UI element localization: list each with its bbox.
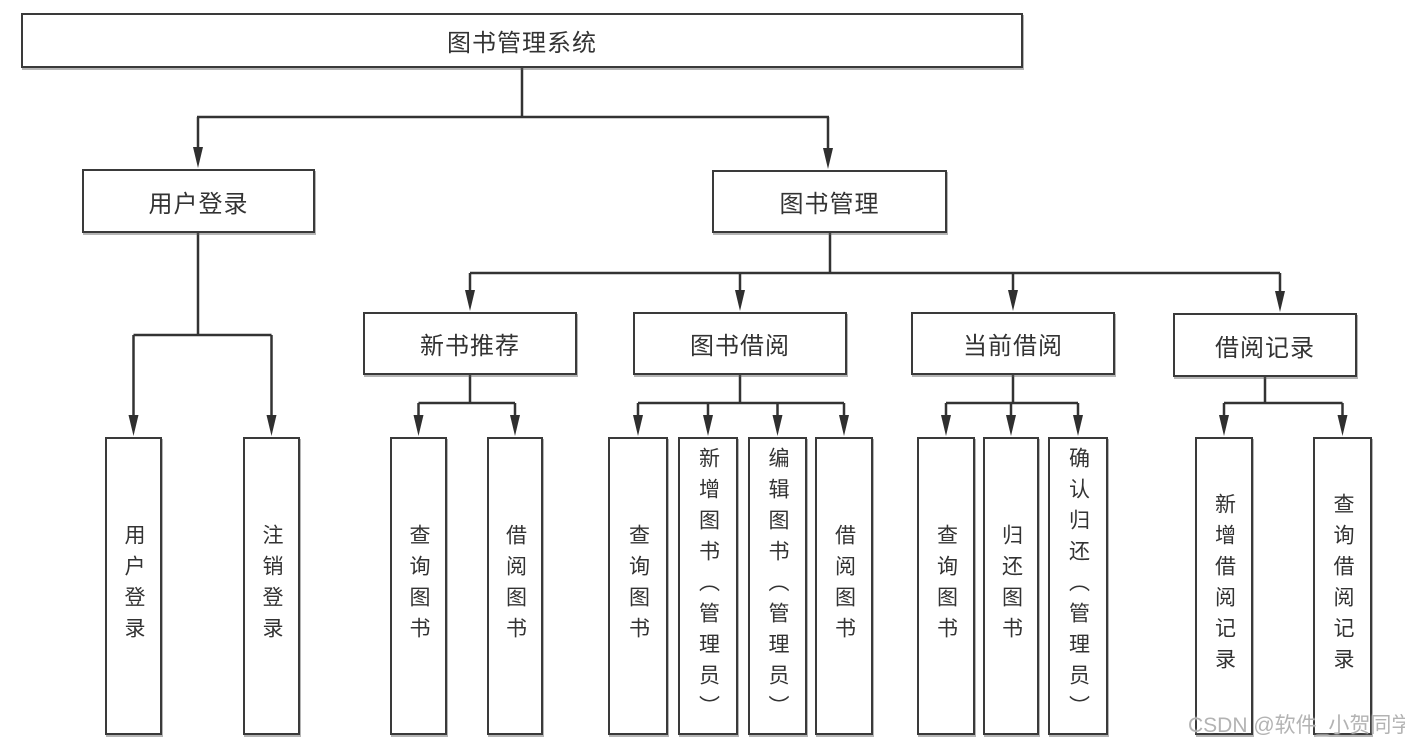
leaf-return-book: 归还图书 — [983, 437, 1039, 735]
leaf-borrow-books: 借阅图书 — [815, 437, 873, 735]
leaf-edit-book-admin: 编辑图书（管理员） — [748, 437, 807, 735]
watermark: CSDN @软件_小贺同学 — [1188, 714, 1405, 737]
leaf-borrow-books-recommend: 借阅图书 — [487, 437, 543, 735]
leaf-query-books-current: 查询图书 — [917, 437, 975, 735]
node-book-borrowing: 图书借阅 — [633, 312, 847, 375]
node-borrowing-records: 借阅记录 — [1173, 313, 1357, 377]
leaf-query-books-borrowing: 查询图书 — [608, 437, 668, 735]
node-root: 图书管理系统 — [21, 13, 1023, 68]
leaf-add-book-admin: 新增图书（管理员） — [678, 437, 738, 735]
arrowheads — [128, 147, 1348, 436]
leaf-add-borrow-record: 新增借阅记录 — [1195, 437, 1253, 735]
leaf-query-borrow-record: 查询借阅记录 — [1313, 437, 1372, 735]
node-new-book-recommend: 新书推荐 — [363, 312, 577, 375]
node-book-management: 图书管理 — [712, 170, 947, 233]
leaf-confirm-return-admin: 确认归还（管理员） — [1048, 437, 1108, 735]
leaf-user-login: 用户登录 — [105, 437, 162, 735]
leaf-query-books-recommend: 查询图书 — [390, 437, 447, 735]
leaf-logout: 注销登录 — [243, 437, 300, 735]
node-user-login: 用户登录 — [82, 169, 315, 233]
node-current-borrowing: 当前借阅 — [911, 312, 1115, 375]
